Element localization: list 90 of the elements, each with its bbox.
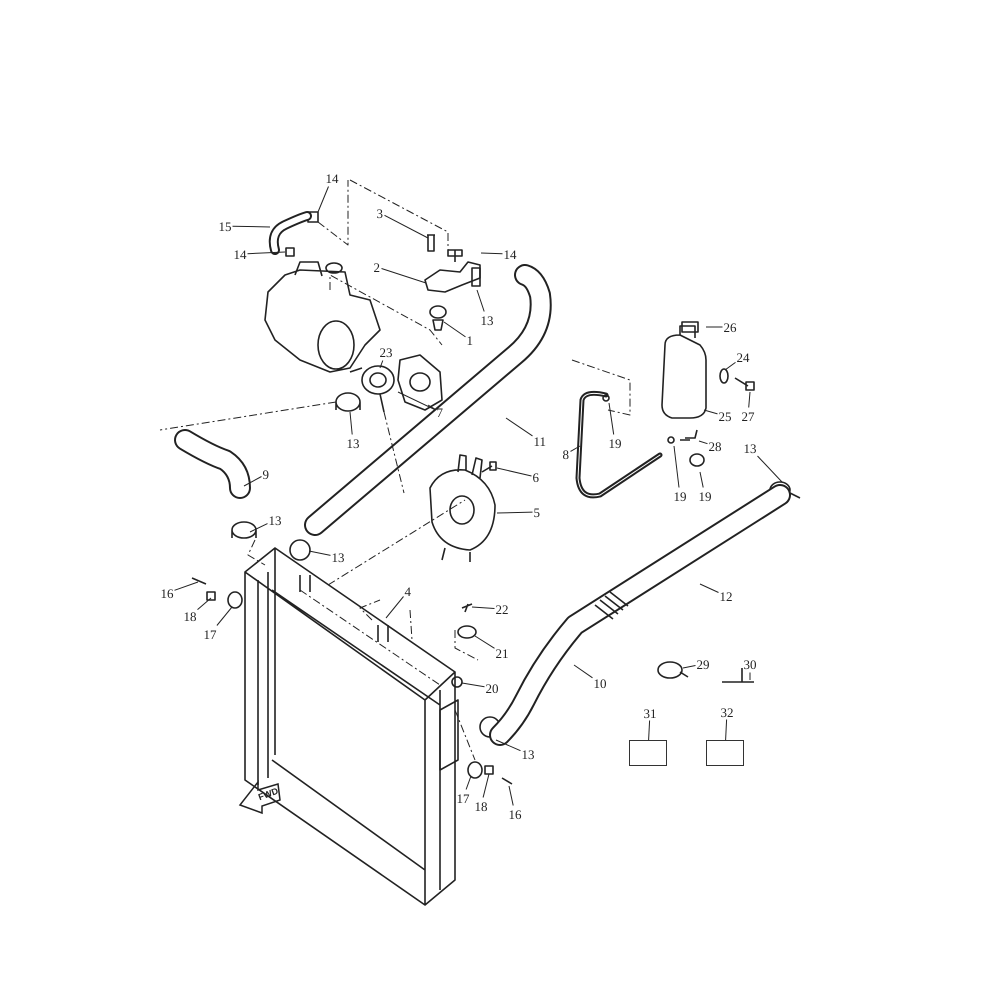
callout-number: 13 — [332, 550, 344, 564]
callout-number: 14 — [234, 246, 246, 262]
callout-number: 14 — [326, 170, 338, 186]
callout-number: 9 — [262, 466, 269, 482]
leader-line — [216, 606, 232, 626]
callout-number: 19 — [698, 488, 712, 504]
leader-line — [398, 392, 436, 410]
callout-number: 18 — [184, 608, 196, 624]
leader-line — [174, 582, 198, 591]
leader-line — [706, 326, 723, 328]
leader-line — [704, 410, 718, 414]
callout-number: 31 — [644, 706, 656, 720]
leader-line — [748, 392, 750, 408]
leader-line — [466, 776, 472, 790]
leader-line — [674, 446, 680, 488]
callout-number: 27 — [742, 408, 754, 424]
leader-line — [350, 412, 353, 435]
leader-line — [496, 512, 533, 514]
callout-number: 20 — [486, 680, 498, 696]
leader-line — [480, 252, 503, 254]
callout-number: 6 — [532, 470, 539, 484]
callout-number: 13 — [346, 436, 360, 450]
leader-line — [244, 476, 262, 486]
callout-number: 18 — [474, 798, 488, 814]
leader-line — [380, 360, 384, 368]
leader-line — [574, 664, 593, 678]
leader-line — [698, 440, 708, 444]
leader-line — [506, 418, 533, 436]
leader-line — [474, 636, 495, 649]
callout-number: 4 — [404, 584, 411, 598]
callout-number: 30 — [744, 656, 756, 672]
part-box — [706, 740, 744, 766]
leader-line — [682, 665, 696, 668]
callout-number: 1 — [466, 332, 473, 348]
leader-line — [725, 719, 728, 740]
callout-number: 12 — [720, 588, 732, 604]
callout-number: 7 — [436, 404, 443, 420]
callout-number: 29 — [696, 656, 710, 672]
callout-number: 26 — [724, 320, 736, 334]
leader-line — [197, 598, 212, 610]
leader-line — [384, 214, 428, 238]
callout-number: 21 — [496, 646, 508, 660]
leader-line — [386, 596, 404, 618]
leader-line — [428, 404, 436, 410]
leader-line — [757, 456, 782, 482]
callout-number: 24 — [736, 350, 750, 364]
part-box — [629, 740, 667, 766]
leader-line — [381, 268, 426, 284]
callout-number: 13 — [522, 746, 534, 762]
leader-line — [250, 523, 268, 532]
callout-number: 3 — [376, 206, 383, 220]
callout-number: 5 — [534, 504, 540, 520]
callout-number: 22 — [496, 602, 508, 616]
callout-number: 19 — [674, 488, 686, 504]
callout-number: 13 — [744, 440, 756, 456]
leader-line — [308, 550, 331, 556]
callout-number: 11 — [534, 434, 546, 448]
leader-line — [482, 774, 490, 798]
leader-line — [462, 682, 485, 688]
leader-line — [608, 402, 614, 435]
leader-line — [648, 720, 650, 740]
callout-number: 16 — [160, 586, 174, 600]
leader-line — [496, 468, 532, 476]
leader-line — [508, 786, 514, 806]
callout-number: 2 — [374, 260, 380, 274]
callout-number: 17 — [456, 790, 470, 806]
callout-number: 15 — [218, 218, 232, 234]
leader-line — [232, 226, 270, 228]
leader-line — [476, 290, 485, 312]
callout-number: 28 — [708, 438, 722, 454]
callout-number: 13 — [268, 512, 282, 528]
leader-line — [496, 740, 521, 752]
callout-number: 16 — [508, 806, 522, 822]
leader-line — [700, 472, 704, 488]
leader-line — [570, 446, 580, 452]
callout-number: 19 — [608, 436, 622, 450]
callout-number: 13 — [480, 312, 494, 328]
callout-number: 25 — [718, 408, 732, 424]
leader-line — [700, 584, 719, 593]
callout-number: 32 — [720, 704, 734, 720]
callout-number: 8 — [562, 446, 569, 462]
leader-line — [318, 186, 329, 212]
leader-line — [724, 362, 736, 370]
leader-line — [444, 322, 466, 338]
leader-line — [472, 606, 495, 609]
callout-number: 17 — [204, 626, 216, 642]
callout-number: 14 — [504, 246, 516, 262]
leader-line — [247, 252, 286, 254]
callout-number: 23 — [380, 344, 392, 360]
callout-number: 10 — [594, 676, 606, 690]
